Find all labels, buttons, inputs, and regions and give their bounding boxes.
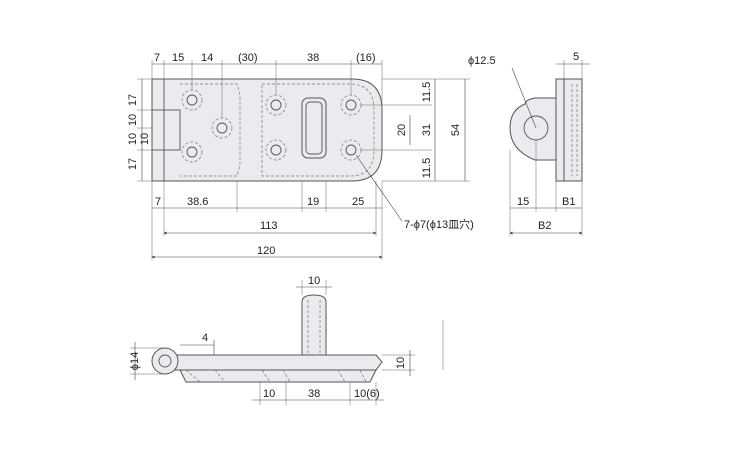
- dim-right-11-5b: 11.5: [421, 158, 433, 179]
- dim-bottom-7: 7: [155, 196, 161, 208]
- dim-right-54: 54: [450, 124, 462, 136]
- side-plate: [555, 78, 565, 182]
- dim-bottom-25: 25: [352, 196, 364, 208]
- side-dim-15: 15: [517, 196, 529, 208]
- side-pad: [563, 78, 583, 182]
- dim-left-17a: 17: [127, 94, 139, 106]
- front-view: 10 4 10 10 38 10(6) ϕ14: [129, 275, 444, 405]
- dim-bottom-120: 120: [257, 245, 275, 257]
- hole-group: [181, 89, 362, 163]
- front-dim-10-left: 10: [263, 388, 275, 400]
- left-pad-hidden: [180, 83, 241, 177]
- dim-bottom-19: 19: [307, 196, 319, 208]
- front-dim-tab-10: 10: [308, 275, 320, 287]
- hole-note: 7-ϕ7(ϕ13皿穴): [404, 217, 474, 231]
- dim-bottom-113: 113: [260, 220, 278, 232]
- dim-top-16: (16): [356, 52, 376, 64]
- front-pad: [179, 369, 377, 383]
- side-phi-12-5: ϕ12.5: [468, 55, 496, 67]
- plate-outline: [151, 78, 383, 182]
- dim-top-15: 15: [172, 52, 184, 64]
- side-knuckle: [509, 97, 557, 161]
- dim-left-17b: 17: [127, 158, 139, 170]
- front-tab: [301, 294, 327, 361]
- dim-top-30: (30): [238, 52, 258, 64]
- side-dim-5: 5: [573, 51, 579, 63]
- knuckle-slot: [151, 109, 181, 151]
- front-dim-38: 38: [308, 388, 320, 400]
- dim-right-11-5a: 11.5: [421, 82, 433, 103]
- center-slot: [301, 97, 327, 159]
- front-dim-4: 4: [202, 332, 208, 344]
- front-pin: [158, 354, 172, 368]
- side-dim-b1: B1: [562, 196, 575, 208]
- dim-bottom-38-6: 38.6: [187, 196, 208, 208]
- dim-left-10b: 10: [127, 133, 139, 145]
- front-phi-14: ϕ14: [129, 352, 141, 370]
- dim-top-14: 14: [201, 52, 213, 64]
- side-view: ϕ12.5 5 15 B1 B2: [468, 51, 590, 236]
- dim-right-20: 20: [396, 124, 408, 136]
- dim-left-10c: 10: [139, 133, 151, 145]
- front-dim-thickness-10: 10: [395, 357, 407, 369]
- front-knuckle: [151, 347, 179, 375]
- dim-right-31: 31: [421, 124, 433, 136]
- top-view: 7 15 14 (30) 38 (16) 17 10 10 10 17 11.5…: [127, 52, 474, 260]
- center-slot-inner: [305, 101, 323, 155]
- dim-left-10a: 10: [127, 114, 139, 126]
- dim-top-38: 38: [307, 52, 319, 64]
- front-plate: [163, 354, 383, 371]
- side-dim-b2: B2: [538, 220, 551, 232]
- dim-top-7: 7: [154, 52, 160, 64]
- front-dim-10-6: 10(6): [354, 388, 380, 400]
